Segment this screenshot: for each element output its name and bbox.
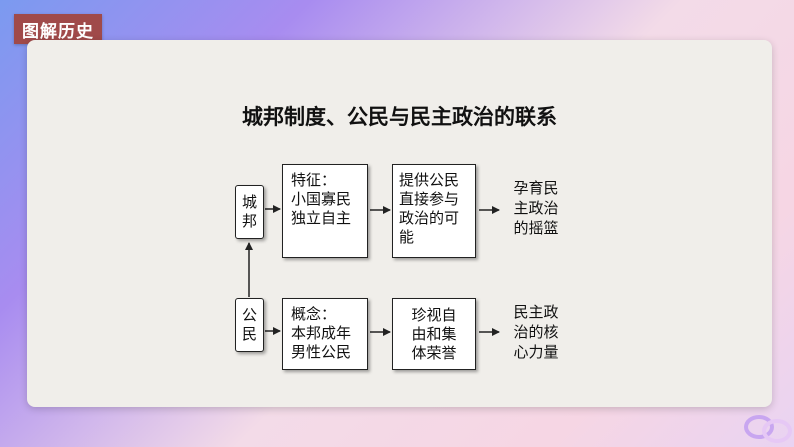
concept-box: 概念： 本邦成年 男性公民: [282, 298, 368, 370]
node-gongmin: 公 民: [235, 298, 264, 352]
result-cradle: 孕育民 主政治 的摇篮: [513, 179, 559, 237]
provide-box: 提供公民 直接参与 政治的可 能: [392, 164, 476, 258]
result-core-force: 民主政 治的核 心力量: [513, 303, 559, 361]
value-box: 珍视自 由和集 体荣誉: [392, 298, 476, 370]
decoration-ring-2: [762, 419, 792, 443]
diagram-title: 城邦制度、公民与民主政治的联系: [242, 105, 557, 129]
feature-box: 特征： 小国寡民 独立自主: [282, 164, 368, 258]
node-chengbang: 城 邦: [235, 185, 264, 239]
section-tag: 图解历史: [14, 14, 102, 44]
